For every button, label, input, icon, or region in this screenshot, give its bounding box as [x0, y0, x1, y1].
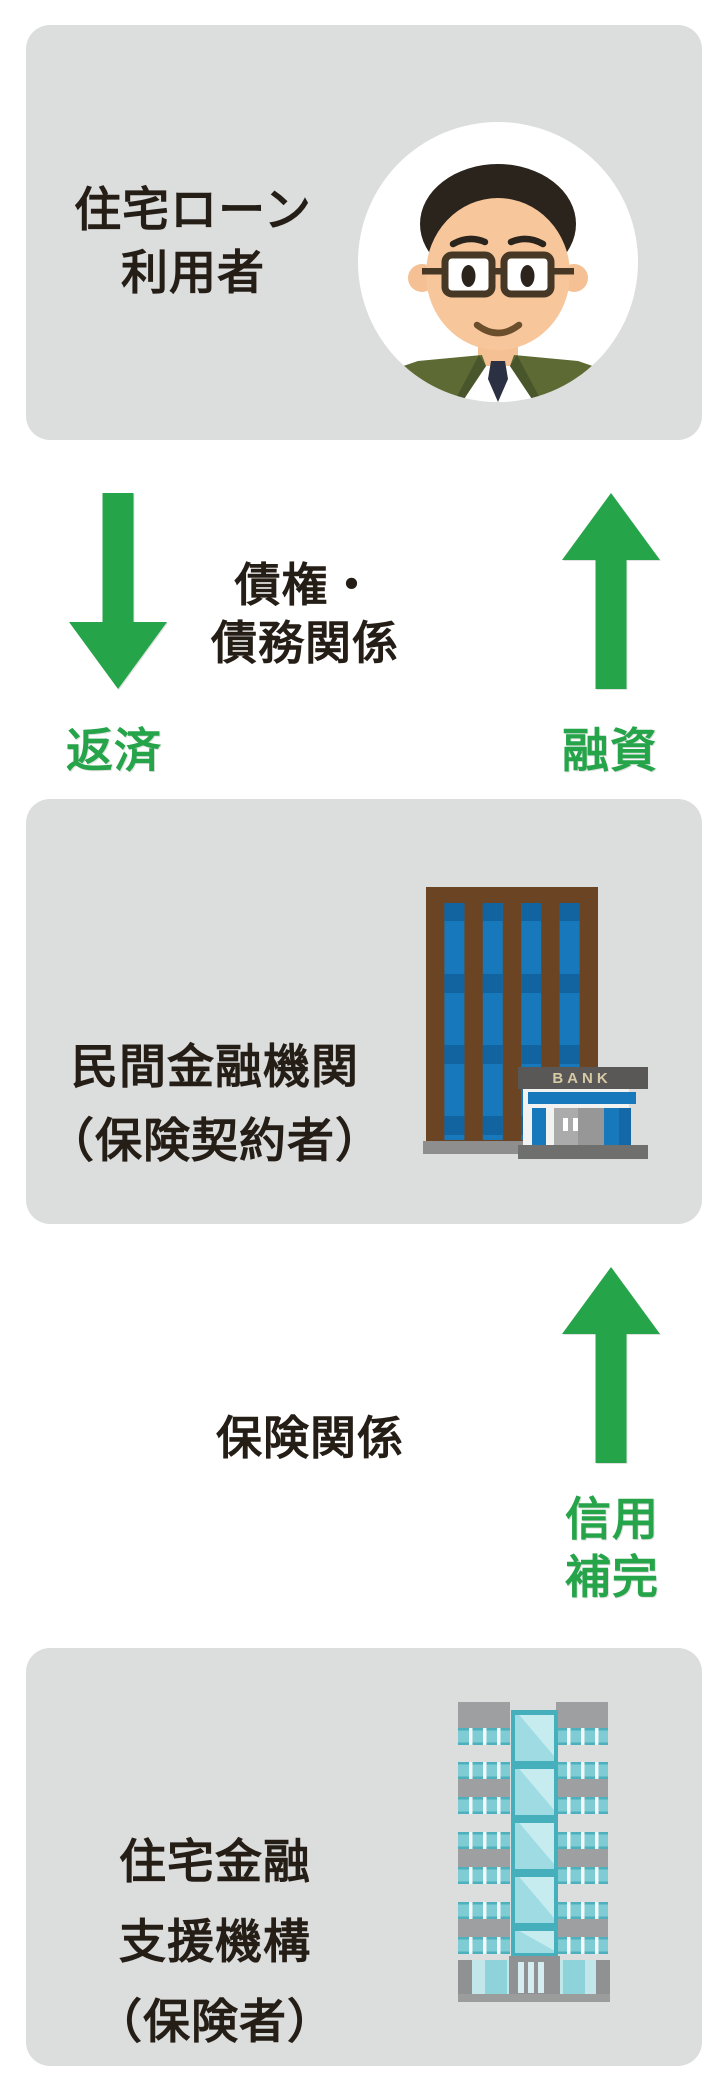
bank-building-icon — [423, 887, 648, 1162]
agency-building-icon — [455, 1700, 615, 2002]
credit-enhancement-label: 信用 補完 — [565, 1490, 659, 1606]
loan-label: 融資 — [562, 724, 658, 777]
loan-up-arrow-icon — [561, 493, 661, 689]
loan-user-label: 住宅ローン 利用者 — [74, 178, 312, 304]
private-institution-label-line2: （保険契約者） — [47, 1114, 383, 1167]
private-institution-label: 民間金融機関 （保険契約者） — [47, 1030, 383, 1178]
private-institution-label-line1: 民間金融機関 — [71, 1040, 359, 1093]
debt-relation-line2: 債務関係 — [211, 617, 399, 669]
agency-label-line3: （保険者） — [95, 1995, 335, 2048]
debt-relation-line1: 債権・ — [234, 559, 376, 611]
repayment-down-arrow-icon — [68, 493, 168, 689]
agency-label: 住宅金融 支援機構 （保険者） — [95, 1822, 335, 2062]
loan-user-label-line2: 利用者 — [121, 246, 265, 299]
person-icon — [358, 122, 638, 402]
debt-relation-label: 債権・ 債務関係 — [211, 556, 399, 672]
credit-enhancement-line1: 信用 — [565, 1493, 659, 1545]
credit-enhancement-up-arrow-icon — [561, 1267, 661, 1463]
insurance-relation-label: 保険関係 — [216, 1412, 404, 1464]
bank-sign-label: BANK — [552, 1070, 612, 1087]
loan-user-label-line1: 住宅ローン — [74, 183, 312, 236]
repayment-label: 返済 — [66, 724, 162, 777]
agency-label-line1: 住宅金融 — [119, 1835, 311, 1888]
credit-enhancement-line2: 補完 — [565, 1551, 659, 1603]
loan-user-avatar — [358, 122, 638, 402]
agency-label-line2: 支援機構 — [119, 1915, 311, 1968]
